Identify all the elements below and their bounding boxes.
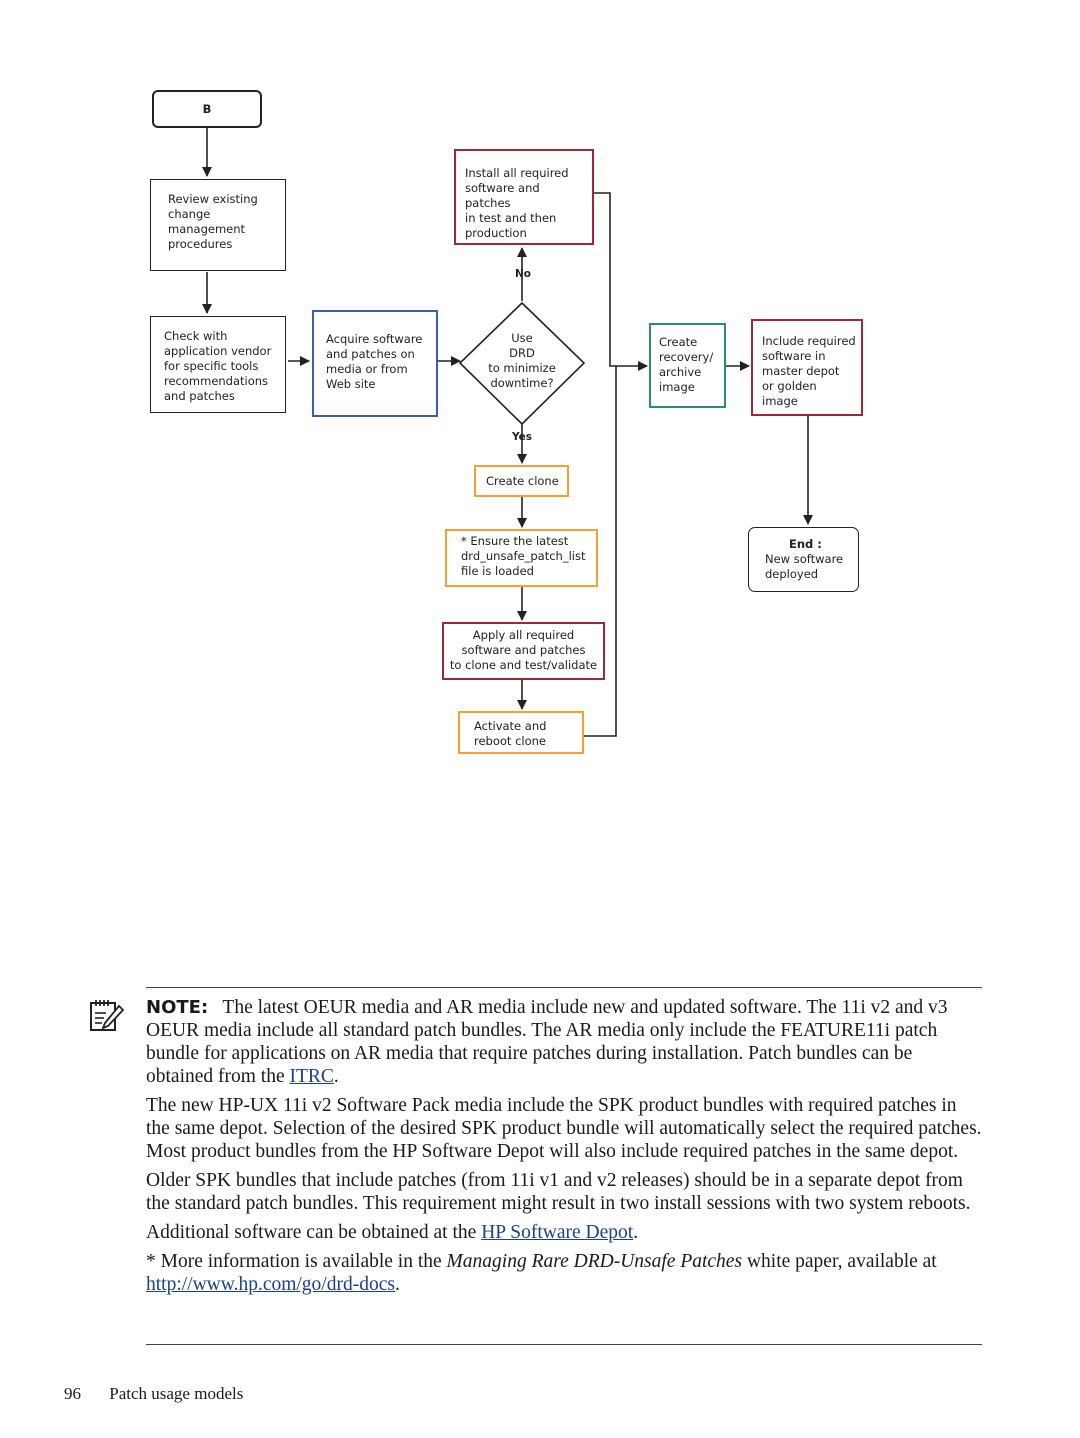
note-top-rule xyxy=(146,987,982,988)
create-clone-box: Create clone xyxy=(474,465,569,497)
include-text: Include required software in master depo… xyxy=(762,334,856,408)
drd-docs-link[interactable]: http://www.hp.com/go/drd-docs xyxy=(146,1274,395,1295)
note-p5-text1: * More information is available in the xyxy=(146,1251,447,1272)
note-paragraph-2: The new HP-UX 11i v2 Software Pack media… xyxy=(146,1095,982,1162)
decision-text: Use DRD to minimize downtime? xyxy=(488,331,556,390)
acquire-box: Acquire software and patches on media or… xyxy=(312,310,438,417)
page-footer: 96 Patch usage models xyxy=(64,1384,243,1404)
install-box: Install all required software and patche… xyxy=(454,149,594,245)
note-bottom-rule xyxy=(146,1344,982,1345)
white-paper-title: Managing Rare DRD-Unsafe Patches xyxy=(446,1251,743,1272)
end-body: New software deployed xyxy=(765,552,844,581)
apply-text: Apply all required software and patches … xyxy=(449,628,598,672)
note-p5-text2: white paper, available at xyxy=(742,1251,937,1272)
note-body: NOTE: The latest OEUR media and AR media… xyxy=(146,996,982,1302)
start-node-b: B xyxy=(152,90,262,128)
review-box: Review existing change management proced… xyxy=(150,179,286,271)
review-text: Review existing change management proced… xyxy=(168,192,258,251)
page-number: 96 xyxy=(64,1384,81,1403)
include-depot-box: Include required software in master depo… xyxy=(751,319,863,416)
flowchart-connectors xyxy=(202,128,813,737)
itrc-link[interactable]: ITRC xyxy=(289,1066,334,1087)
note-paragraph-1: NOTE: The latest OEUR media and AR media… xyxy=(146,996,982,1088)
create-clone-text: Create clone xyxy=(486,474,559,488)
note-p5-end: . xyxy=(394,1274,400,1295)
install-text: Install all required software and patche… xyxy=(465,166,569,240)
note-pencil-icon xyxy=(90,1000,124,1031)
note-p4-text: Additional software can be obtained at t… xyxy=(146,1222,482,1243)
decision-text-box: Use DRD to minimize downtime? xyxy=(476,331,568,395)
note-p1-end: . xyxy=(333,1066,339,1087)
recovery-text: Create recovery/ archive image xyxy=(659,335,714,394)
ensure-text: * Ensure the latest drd_unsafe_patch_lis… xyxy=(461,534,586,578)
yes-label: Yes xyxy=(512,431,533,443)
note-paragraph-5: * More information is available in the M… xyxy=(146,1250,982,1296)
end-node: End : New software deployed xyxy=(748,527,859,592)
start-label: B xyxy=(202,102,212,116)
decision-diamond xyxy=(458,301,586,426)
no-label: No xyxy=(515,268,532,280)
check-vendor-box: Check with application vendor for specif… xyxy=(150,316,286,413)
section-title: Patch usage models xyxy=(109,1384,244,1403)
check-vendor-text: Check with application vendor for specif… xyxy=(164,329,272,403)
note-label: NOTE: xyxy=(146,997,209,1018)
note-p1-text: The latest OEUR media and AR media inclu… xyxy=(146,997,948,1087)
note-paragraph-3: Older SPK bundles that include patches (… xyxy=(146,1170,971,1214)
activate-text: Activate and reboot clone xyxy=(474,719,547,748)
note-paragraph-4: Additional software can be obtained at t… xyxy=(146,1221,982,1244)
apply-box: Apply all required software and patches … xyxy=(442,622,605,680)
recovery-image-box: Create recovery/ archive image xyxy=(649,323,726,408)
hp-software-depot-link[interactable]: HP Software Depot xyxy=(481,1222,634,1243)
activate-box: Activate and reboot clone xyxy=(458,711,584,754)
end-title: End : xyxy=(789,537,822,551)
ensure-patch-list-box: * Ensure the latest drd_unsafe_patch_lis… xyxy=(445,529,598,587)
acquire-text: Acquire software and patches on media or… xyxy=(326,332,423,391)
note-p4-end: . xyxy=(633,1222,639,1243)
